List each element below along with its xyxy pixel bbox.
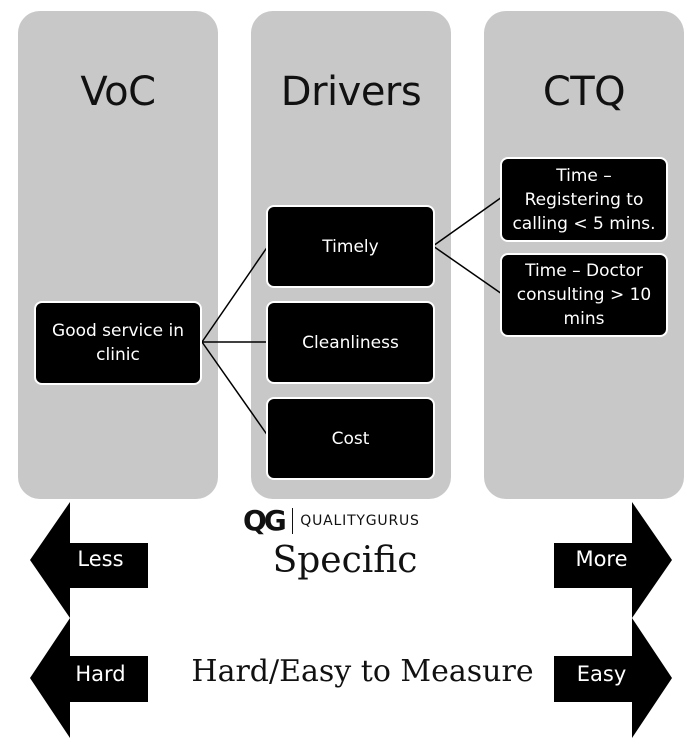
scale-right-label-more: More <box>575 547 628 571</box>
voc-column: VoC <box>18 11 218 499</box>
ctq-node-registering: Time – Registering to calling < 5 mins. <box>500 157 668 242</box>
voc-column-title: VoC <box>80 69 156 115</box>
qualitygurus-logo: QG QUALITYGURUS <box>243 504 420 537</box>
ctq-node-consulting: Time – Doctor consulting > 10 mins <box>500 253 668 337</box>
connector-voc-cost <box>201 341 269 437</box>
logo-divider <box>291 507 294 534</box>
connector-timely-ctq1 <box>432 196 503 247</box>
right-arrow-easy-icon <box>554 618 672 738</box>
scale-center-label-measure: Hard/Easy to Measure <box>191 654 534 689</box>
ctq-column-title: CTQ <box>542 69 626 115</box>
left-arrow-less-icon <box>30 502 148 618</box>
drivers-column-title: Drivers <box>280 69 422 115</box>
logo-text: QUALITYGURUS <box>300 512 420 529</box>
connector-voc-timely <box>201 245 269 343</box>
scale-center-label-specific: Specific <box>272 540 418 581</box>
driver-node-timely: Timely <box>266 205 435 288</box>
right-arrow-more-icon <box>554 502 672 618</box>
driver-node-cleanliness: Cleanliness <box>266 301 435 384</box>
left-arrow-hard-icon <box>30 618 148 738</box>
scale-left-label-less: Less <box>77 547 124 571</box>
scale-left-label-hard: Hard <box>75 662 126 686</box>
scale-right-label-easy: Easy <box>576 662 627 686</box>
logo-mark: QG <box>243 504 287 537</box>
voc-node: Good service in clinic <box>34 301 202 385</box>
connector-timely-ctq2 <box>432 245 503 295</box>
driver-node-cost: Cost <box>266 397 435 480</box>
